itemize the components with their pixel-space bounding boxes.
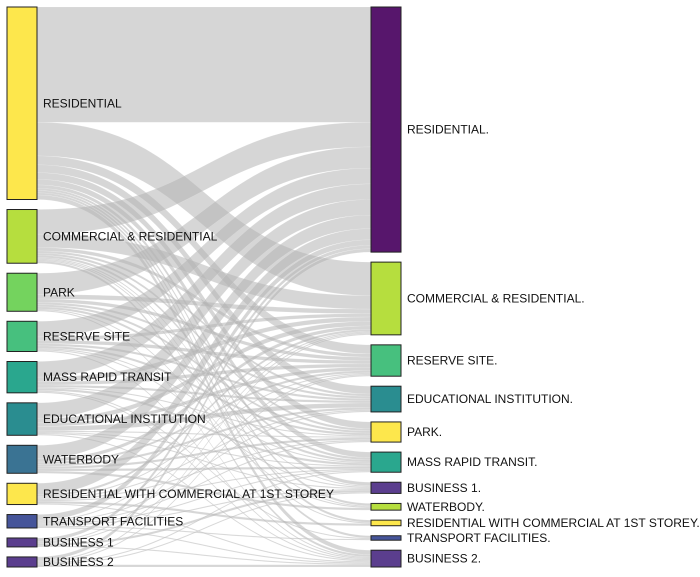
target-node-bar: [370, 6, 402, 253]
target-node-bar: [370, 502, 402, 511]
target-node-label: BUSINESS 1.: [407, 481, 481, 495]
target-node-bar: [370, 519, 402, 527]
node-labels: RESIDENTIAL COMMERCIAL & RESIDENTIAL PARK R…: [43, 96, 700, 569]
target-node-bar: [370, 421, 402, 443]
source-node-label: EDUCATIONAL INSTITUTION: [43, 412, 206, 426]
source-node-bar: [6, 6, 38, 201]
target-node-bar: [370, 385, 402, 413]
source-node-label: BUSINESS 1: [43, 535, 114, 549]
target-node-label: WATERBODY.: [407, 500, 485, 514]
flow-links: [36, 6, 372, 568]
source-node-bar: [6, 272, 38, 312]
source-node-bar: [6, 556, 38, 568]
source-node-bar: [6, 444, 38, 474]
source-node-label: BUSINESS 2: [43, 555, 114, 569]
target-node-label: MASS RAPID TRANSIT.: [407, 455, 537, 469]
target-node-bar: [370, 481, 402, 494]
target-node-bar: [370, 535, 402, 541]
source-node-bar: [6, 320, 38, 353]
target-node-bar: [370, 261, 402, 336]
target-node-bar: [370, 344, 402, 377]
source-node-label: MASS RAPID TRANSIT: [43, 370, 172, 384]
target-node-label: RESERVE SITE.: [407, 354, 497, 368]
target-node-label: RESIDENTIAL WITH COMMERCIAL AT 1ST STORE…: [407, 516, 700, 530]
source-node-bar: [6, 482, 38, 506]
target-node-label: PARK.: [407, 425, 442, 439]
source-node-label: WATERBODY: [43, 452, 119, 466]
source-node-label: TRANSPORT FACILITIES: [43, 514, 183, 528]
source-node-bar: [6, 402, 38, 436]
target-node-bar: [370, 451, 402, 473]
source-node-bar: [6, 514, 38, 529]
source-node-label: COMMERCIAL & RESIDENTIAL: [43, 229, 218, 243]
target-node-label: EDUCATIONAL INSTITUTION.: [407, 392, 573, 406]
node-bars: [6, 6, 402, 568]
source-node-label: RESIDENTIAL WITH COMMERCIAL AT 1ST STORE…: [43, 487, 334, 501]
target-node-label: RESIDENTIAL.: [407, 123, 489, 137]
source-node-bar: [6, 209, 38, 264]
source-node-label: RESERVE SITE: [43, 329, 130, 343]
source-node-bar: [6, 537, 38, 548]
target-node-label: BUSINESS 2.: [407, 552, 481, 566]
target-node-label: COMMERCIAL & RESIDENTIAL.: [407, 291, 585, 305]
source-node-bar: [6, 361, 38, 394]
target-node-label: TRANSPORT FACILITIES.: [407, 531, 551, 545]
source-node-label: RESIDENTIAL: [43, 96, 122, 110]
source-node-label: PARK: [43, 285, 75, 299]
target-node-bar: [370, 549, 402, 568]
